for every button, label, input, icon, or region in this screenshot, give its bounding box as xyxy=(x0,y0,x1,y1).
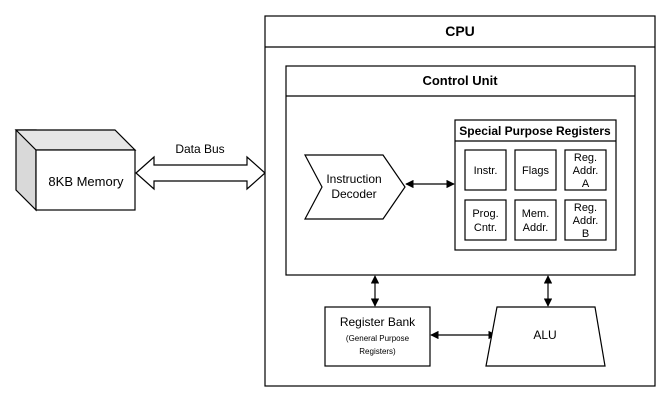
register-reg-addr-a: Reg. Addr. A xyxy=(564,149,607,191)
register-mem-addr-line1: Mem. xyxy=(522,208,550,220)
register-flags-label: Flags xyxy=(522,165,549,177)
data-bus-arrow: Data Bus xyxy=(135,142,266,191)
register-bank-title: Register Bank xyxy=(340,315,416,329)
instruction-decoder-line1: Instruction xyxy=(326,172,381,186)
register-reg-addr-b-line3: B xyxy=(582,228,589,240)
spr-title: Special Purpose Registers xyxy=(459,124,611,138)
register-instr-label: Instr. xyxy=(474,165,498,177)
register-mem-addr-line2: Addr. xyxy=(523,222,549,234)
register-reg-addr-b-line1: Reg. xyxy=(574,202,597,214)
register-reg-addr-a-line3: A xyxy=(582,178,590,190)
register-reg-addr-a-line2: Addr. xyxy=(573,165,599,177)
register-prog-cntr: Prog. Cntr. xyxy=(464,199,507,241)
register-mem-addr: Mem. Addr. xyxy=(514,199,557,241)
alu-block: ALU xyxy=(485,306,606,367)
register-reg-addr-b-line2: Addr. xyxy=(573,215,599,227)
register-bank: Register Bank (General Purpose Registers… xyxy=(324,306,431,367)
cpu-title: CPU xyxy=(445,23,475,39)
data-bus-label: Data Bus xyxy=(175,142,224,156)
register-flags: Flags xyxy=(514,149,557,191)
instruction-decoder-line2: Decoder xyxy=(331,187,376,201)
register-prog-cntr-line1: Prog. xyxy=(472,208,498,220)
register-bank-sub1: (General Purpose xyxy=(346,334,410,343)
register-instr: Instr. xyxy=(464,149,507,191)
special-purpose-registers: Special Purpose Registers Instr. Flags R… xyxy=(454,119,617,251)
alu-label: ALU xyxy=(533,328,556,342)
register-prog-cntr-line2: Cntr. xyxy=(474,222,497,234)
register-reg-addr-b: Reg. Addr. B xyxy=(564,199,607,241)
memory-label: 8KB Memory xyxy=(48,174,124,189)
memory-block: 8KB Memory xyxy=(14,129,137,212)
register-reg-addr-a-line1: Reg. xyxy=(574,152,597,164)
instruction-decoder: Instruction Decoder xyxy=(304,154,406,220)
register-bank-sub2: Registers) xyxy=(359,347,396,356)
control-unit-title: Control Unit xyxy=(422,73,498,88)
